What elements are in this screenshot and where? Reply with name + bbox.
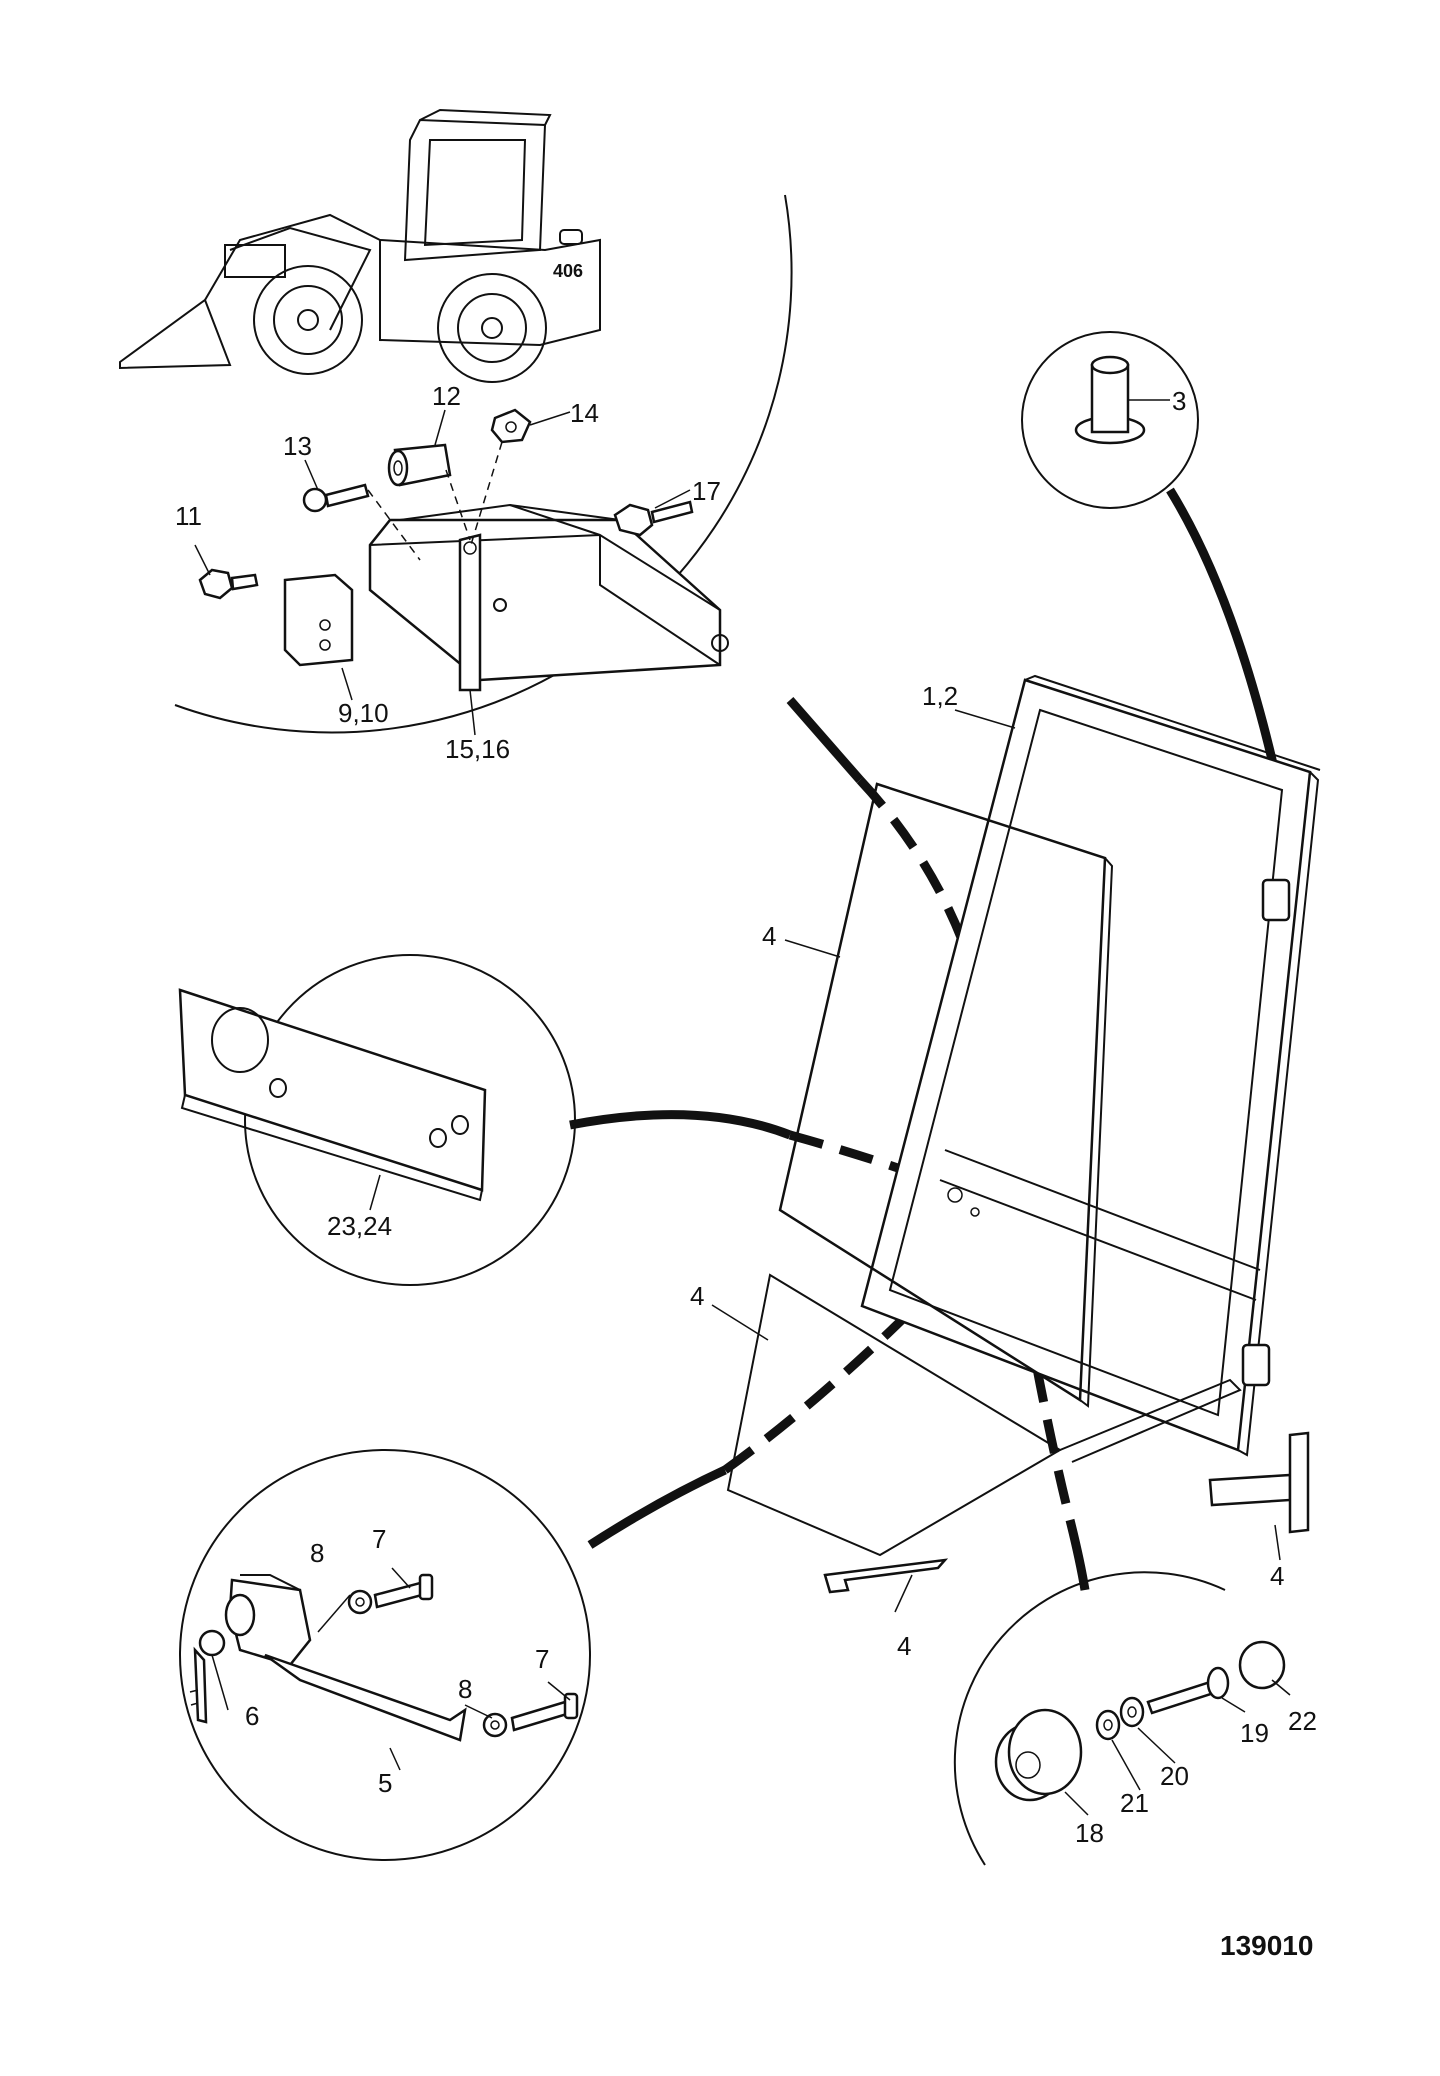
callout-8-a: 8: [310, 1538, 324, 1568]
glass-panel-upper: [778, 782, 1114, 1408]
machine-model-label: 406: [553, 261, 583, 281]
callout-23-24: 23,24: [327, 1211, 392, 1241]
callout-7-a: 7: [372, 1524, 386, 1554]
callout-21: 21: [1120, 1788, 1149, 1818]
callout-15-16: 15,16: [445, 734, 510, 764]
callout-18: 18: [1075, 1818, 1104, 1848]
callout-labels: 3 1,2 4 4 4 4 12 13 14 17 11 9,10 15,16 …: [175, 381, 1317, 1848]
detail-circle-handle: [179, 1449, 591, 1861]
door-frame: [860, 674, 1321, 1457]
callout-8-b: 8: [458, 1674, 472, 1704]
callout-4-seal-b: 4: [1270, 1561, 1284, 1591]
callout-4-glass-lower: 4: [690, 1281, 704, 1311]
callout-11: 11: [175, 501, 202, 531]
detail-circle-plate: [178, 954, 576, 1286]
drawing-number: 139010: [1220, 1930, 1313, 1961]
seal-strip-pieces: [823, 1431, 1310, 1594]
callout-3: 3: [1172, 386, 1186, 416]
callout-12: 12: [432, 381, 461, 411]
detail-circle-hinge-bracket: [174, 194, 793, 734]
detail-circle-buffer: [953, 1571, 1286, 1866]
detail-circle-cap: [1021, 331, 1199, 509]
callout-leaders: [194, 399, 1291, 1816]
callout-20: 20: [1160, 1761, 1189, 1791]
loader-machine-icon: 406: [119, 108, 601, 383]
callout-19: 19: [1240, 1718, 1269, 1748]
callout-14: 14: [570, 398, 599, 428]
callout-9-10: 9,10: [338, 698, 389, 728]
glass-panel-lower: [726, 1273, 1242, 1557]
callout-4-glass-upper: 4: [762, 921, 776, 951]
callout-13: 13: [283, 431, 312, 461]
callout-17: 17: [692, 476, 721, 506]
callout-5: 5: [378, 1768, 392, 1798]
callout-6: 6: [245, 1701, 259, 1731]
callout-1-2: 1,2: [922, 681, 958, 711]
callout-22: 22: [1288, 1706, 1317, 1736]
callout-4-seal-a: 4: [897, 1631, 911, 1661]
callout-7-b: 7: [535, 1644, 549, 1674]
